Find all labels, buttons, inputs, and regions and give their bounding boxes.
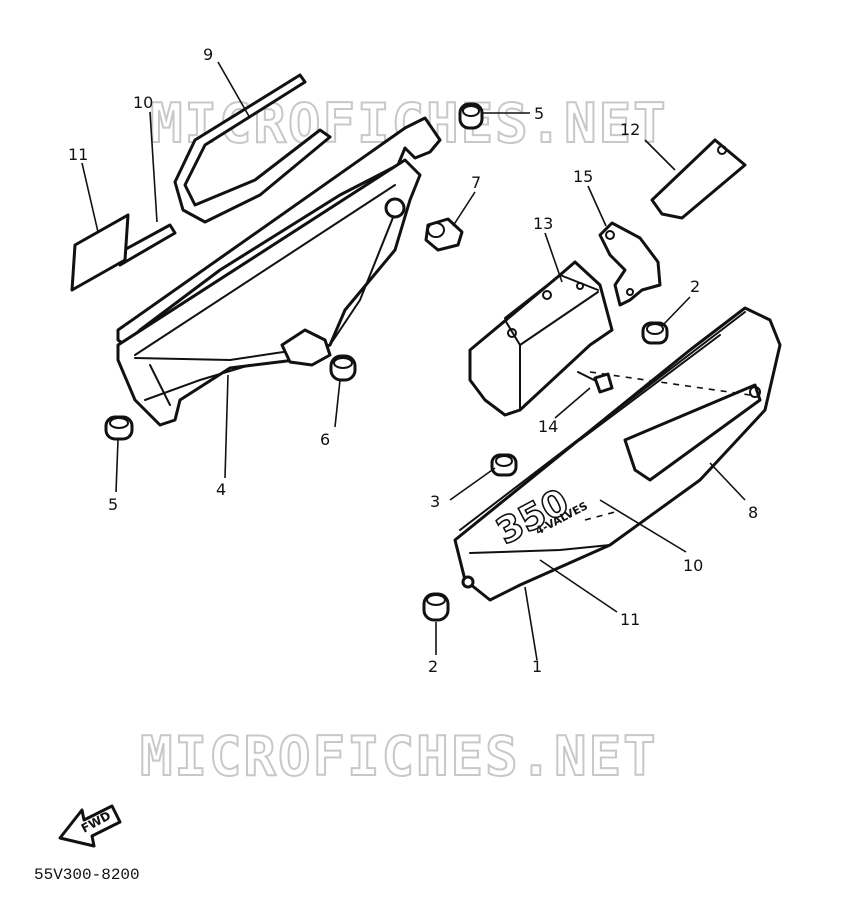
part-1-side-cover: 350 4-VALVES: [453, 306, 782, 602]
part-6-grommet: [329, 354, 357, 382]
part-14-bolt: [577, 371, 614, 394]
part-15-bracket: [598, 221, 662, 307]
callout-4: 4: [216, 480, 226, 499]
callout-9: 9: [203, 45, 213, 64]
callout-10-left: 10: [133, 93, 153, 112]
part-3-grommet: [490, 453, 518, 477]
diagram-part-number: 55V300-8200: [34, 866, 140, 884]
callout-10-right: 10: [683, 556, 703, 575]
part-2-grommet-top: [641, 321, 669, 345]
part-9-decal-stripe: [173, 73, 332, 224]
callout-2-bottom: 2: [428, 657, 438, 676]
part-5-grommet-bottom: [104, 415, 134, 441]
part-7-collar: [424, 217, 464, 252]
callout-1: 1: [532, 657, 542, 676]
part-4-bracket: [116, 116, 442, 427]
part-11-decal-left: [70, 213, 130, 292]
callout-13: 13: [533, 214, 553, 233]
callout-15: 15: [573, 167, 593, 186]
callout-5-bottom: 5: [108, 495, 118, 514]
part-2-grommet-bottom: [422, 592, 450, 622]
callout-3: 3: [430, 492, 440, 511]
watermark-bottom: MICROFICHES.NET: [140, 725, 658, 788]
callout-2-top: 2: [690, 277, 700, 296]
part-13-tool-box: [468, 260, 614, 417]
callout-7: 7: [471, 173, 481, 192]
callout-11-right: 11: [620, 610, 640, 629]
cover-fastener: [461, 575, 475, 589]
callout-12: 12: [620, 120, 640, 139]
leader-lines: [81, 61, 746, 661]
callout-14: 14: [538, 417, 558, 436]
part-5-grommet-top: [458, 102, 484, 130]
callout-5-top: 5: [534, 104, 544, 123]
fwd-arrow-icon: FWD: [58, 804, 122, 848]
part-12-emblem-plate: [650, 138, 747, 220]
callout-8: 8: [748, 503, 758, 522]
callout-11-left: 11: [68, 145, 88, 164]
callout-6: 6: [320, 430, 330, 449]
